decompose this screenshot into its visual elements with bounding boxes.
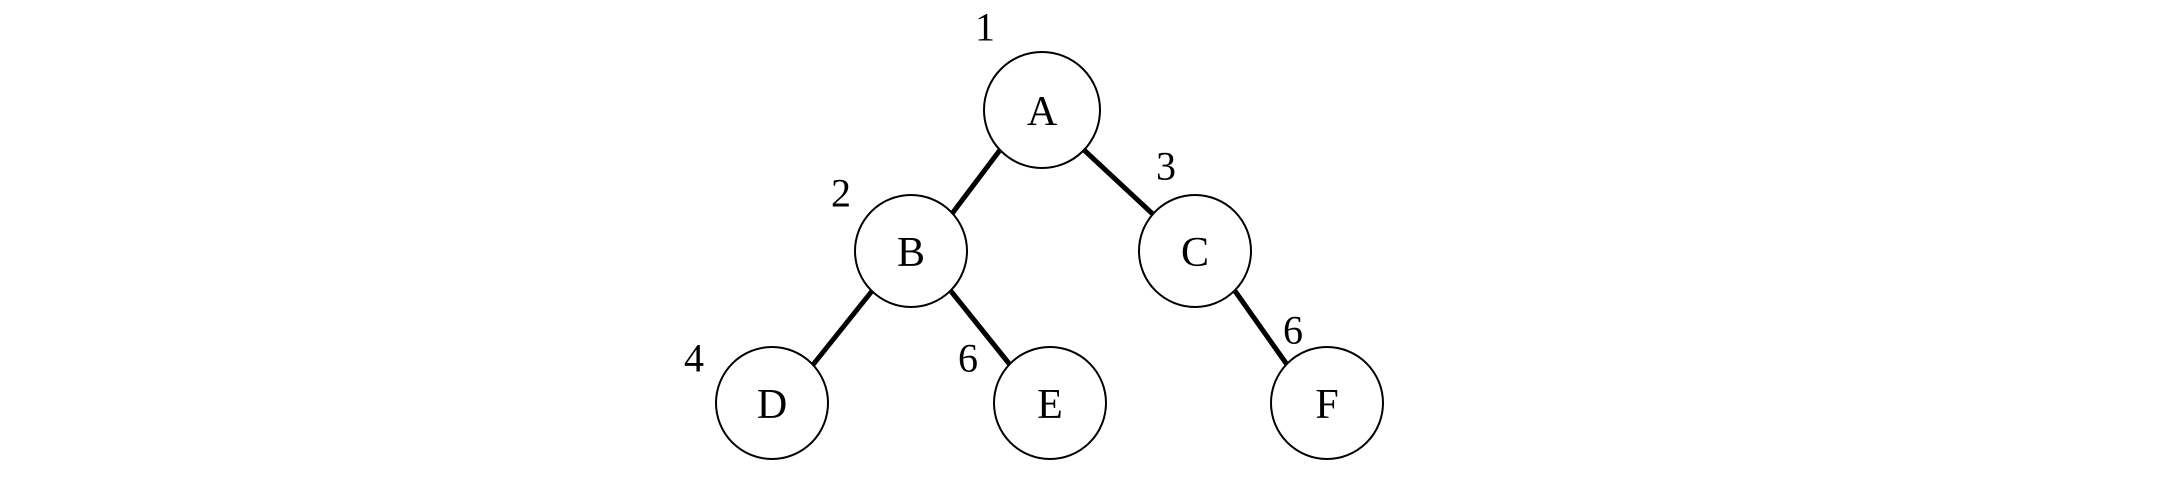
node-f[interactable]: F <box>1270 346 1384 460</box>
edge-a-c <box>1082 148 1159 220</box>
node-c[interactable]: C <box>1138 194 1252 308</box>
weight-label-b: 2 <box>831 171 851 216</box>
node-circle-f[interactable] <box>1270 346 1384 460</box>
edge-weight-labels-group: 1 2 3 4 6 6 <box>684 5 1303 381</box>
node-circle-b[interactable] <box>854 194 968 308</box>
weight-label-f: 6 <box>1283 308 1303 353</box>
weight-label-d: 4 <box>684 336 704 381</box>
node-label-d: D <box>757 382 787 428</box>
weight-label-a: 1 <box>975 5 995 50</box>
edge-b-e <box>948 288 1013 368</box>
node-circle-c[interactable] <box>1138 194 1252 308</box>
weight-label-e: 6 <box>958 336 978 381</box>
node-label-b: B <box>897 230 925 276</box>
nodes-group: A B C D E F <box>715 51 1384 460</box>
edges-group <box>810 148 1291 368</box>
edge-b-d <box>810 289 874 368</box>
edge-c-f <box>1232 289 1291 368</box>
node-e[interactable]: E <box>993 346 1107 460</box>
node-b[interactable]: B <box>854 194 968 308</box>
node-label-a: A <box>1027 89 1058 135</box>
node-circle-a[interactable] <box>983 51 1101 169</box>
node-label-f: F <box>1315 382 1338 428</box>
weight-label-c: 3 <box>1156 144 1176 189</box>
node-label-e: E <box>1037 382 1063 428</box>
node-circle-d[interactable] <box>715 346 829 460</box>
node-a[interactable]: A <box>983 51 1101 169</box>
node-circle-e[interactable] <box>993 346 1107 460</box>
node-d[interactable]: D <box>715 346 829 460</box>
edge-a-b <box>949 148 1002 217</box>
node-label-c: C <box>1181 230 1209 276</box>
